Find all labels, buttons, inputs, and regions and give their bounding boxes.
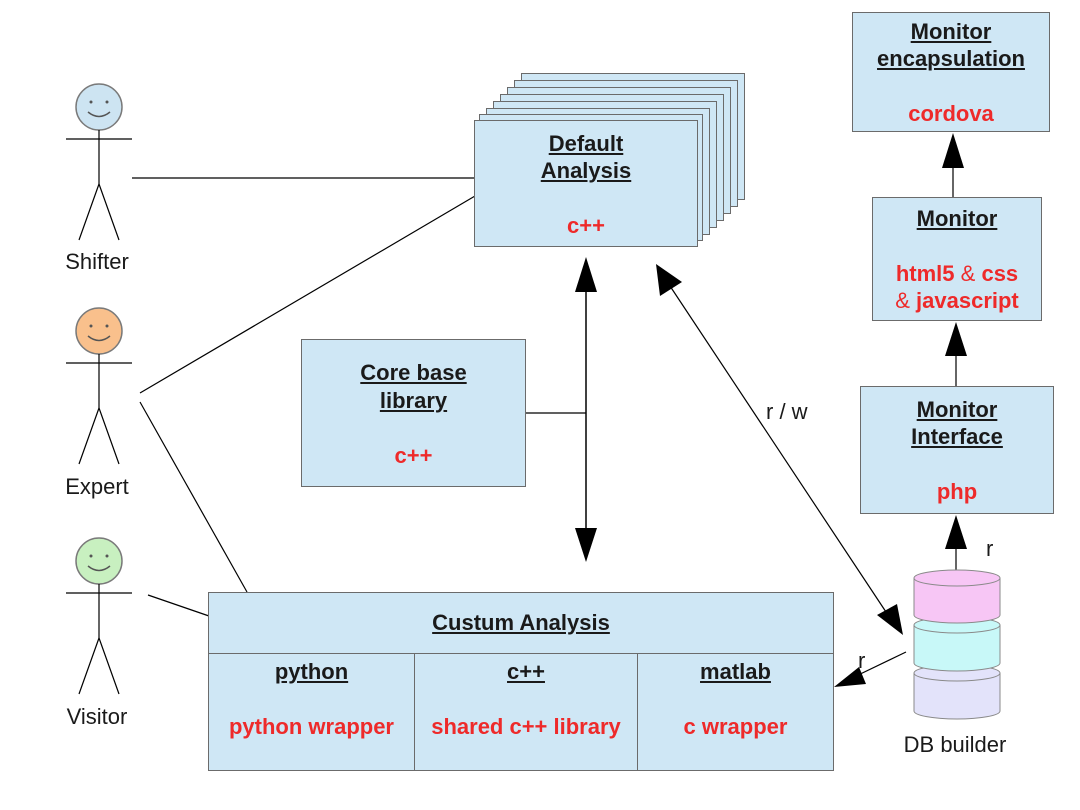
monitor-encapsulation-lang: cordova xyxy=(908,101,994,126)
monitor-title: Monitor xyxy=(916,206,998,231)
custom-column-detail: shared c++ library xyxy=(431,714,621,739)
default-analysis-box: Default Analysis c++ xyxy=(474,120,698,247)
monitor-encapsulation-box: Monitor encapsulation cordova xyxy=(852,12,1050,132)
default-analysis-title-2: Analysis xyxy=(540,158,632,183)
db-to-interface-head xyxy=(945,515,967,549)
db-builder-label: DB builder xyxy=(903,732,1007,757)
core-base-title-1: Core base xyxy=(360,360,467,385)
custom-column-title: c++ xyxy=(507,659,545,684)
custom-column-matlab: matlab c wrapper xyxy=(637,653,833,771)
expert-to-custom-line xyxy=(139,401,248,593)
monitor-interface-title-1: Monitor xyxy=(916,397,998,422)
r-up-edge-label: r xyxy=(986,536,994,561)
visitor-actor xyxy=(66,537,132,695)
expert-to-default-line xyxy=(139,195,476,394)
rw-arrow-head-bottom xyxy=(877,604,903,635)
visitor-to-custom-line xyxy=(147,594,210,617)
arrow-down-head xyxy=(575,528,597,562)
custom-column-detail: c wrapper xyxy=(683,714,788,739)
visitor-label: Visitor xyxy=(66,704,128,729)
rw-arrow-head-top xyxy=(656,264,682,296)
monitor-amp-2: & xyxy=(895,288,910,313)
expert-label: Expert xyxy=(65,474,129,499)
interface-to-monitor-head xyxy=(945,322,967,356)
custom-analysis-title: Custum Analysis xyxy=(432,610,610,635)
monitor-lang-line2: & javascript xyxy=(873,287,1041,314)
custom-analysis-box: Custum Analysis python python wrapper c+… xyxy=(208,592,834,771)
monitor-box: Monitor html5 & css & javascript xyxy=(872,197,1042,321)
monitor-encapsulation-title-2: encapsulation xyxy=(877,46,1025,71)
monitor-lang-html5: html5 xyxy=(895,261,955,286)
monitor-interface-title-2: Interface xyxy=(911,424,1003,449)
monitor-interface-box: Monitor Interface php xyxy=(860,386,1054,514)
core-base-title-2: library xyxy=(379,388,448,413)
custom-column-title: python xyxy=(274,659,349,684)
monitor-encapsulation-title-1: Monitor xyxy=(910,19,992,44)
custom-column-detail: python wrapper xyxy=(228,714,394,739)
rw-arrow-line xyxy=(667,282,891,619)
shifter-label: Shifter xyxy=(65,249,129,274)
monitor-lang-javascript: javascript xyxy=(916,288,1019,313)
arrow-up-head xyxy=(575,257,597,292)
default-analysis-lang: c++ xyxy=(567,213,605,238)
core-base-library-box: Core base library c++ xyxy=(301,339,526,487)
r-left-edge-label: r xyxy=(858,648,866,673)
rw-edge-label: r / w xyxy=(766,399,808,424)
monitor-interface-lang: php xyxy=(936,479,978,504)
db-builder-cylinder xyxy=(913,569,1001,720)
shifter-actor xyxy=(66,83,132,241)
monitor-lang-line1: html5 & css xyxy=(873,260,1041,287)
monitor-lang-css: css xyxy=(981,261,1019,286)
monitor-to-encapsulation-head xyxy=(942,133,964,168)
custom-column-python: python python wrapper xyxy=(209,653,414,771)
default-analysis-title-1: Default xyxy=(548,131,624,156)
custom-column-title: matlab xyxy=(700,659,771,684)
expert-actor xyxy=(66,307,132,465)
db-to-custom-head xyxy=(834,667,866,687)
core-base-lang: c++ xyxy=(394,443,433,468)
custom-column-cpp: c++ shared c++ library xyxy=(414,653,637,771)
monitor-amp-1: & xyxy=(960,261,976,286)
